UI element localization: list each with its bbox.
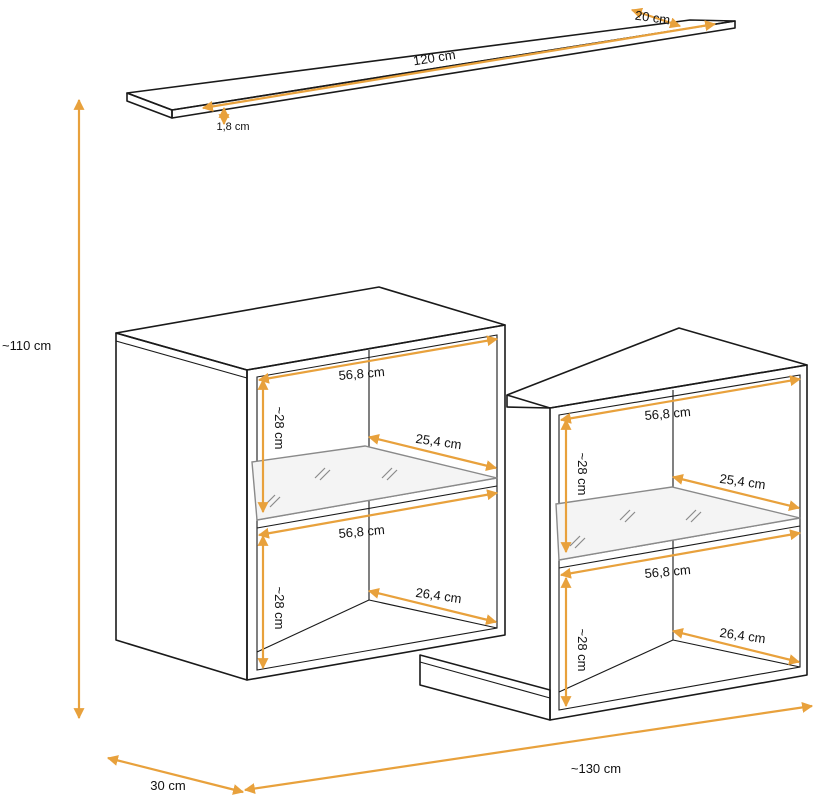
shelf-thickness-dimension: 1,8 cm [216, 106, 250, 133]
right-glass-shelf [555, 486, 801, 561]
total-width-dimension: ~130 cm [243, 702, 814, 794]
right-upper-width-label: 56,8 cm [644, 404, 691, 423]
left-upper-width-label: 56,8 cm [338, 364, 385, 383]
right-shelf-depth-label: 25,4 cm [719, 471, 767, 492]
total-height-dimension: ~110 cm [2, 98, 85, 720]
left-lower-width-label: 56,8 cm [338, 522, 385, 541]
right-shelf-depth-dimension: 25,4 cm [671, 471, 801, 511]
left-lower-height-dimension: ~28 cm [257, 534, 287, 670]
right-lower-height-dimension: ~28 cm [560, 576, 590, 708]
left-bottom-depth-dimension: 26,4 cm [367, 585, 498, 625]
depth-dimension: 30 cm [106, 755, 245, 795]
shelf-depth-label: 20 cm [634, 8, 671, 28]
left-lower-height-label: ~28 cm [272, 587, 287, 630]
right-lower-width-dimension: 56,8 cm [559, 529, 802, 581]
left-glass-shelf [251, 445, 498, 521]
shelf-thickness-label: 1,8 cm [216, 121, 249, 133]
depth-label: 30 cm [150, 778, 185, 793]
left-bottom-depth-label: 26,4 cm [415, 585, 463, 606]
left-upper-height-label: ~28 cm [272, 407, 287, 450]
shelf-depth-dimension: 20 cm [630, 8, 682, 29]
shelf-length-dimension: 120 cm [201, 20, 717, 112]
right-bottom-depth-dimension: 26,4 cm [671, 625, 801, 665]
right-upper-height-label: ~28 cm [575, 453, 590, 496]
left-shelf-depth-dimension: 25,4 cm [367, 431, 498, 471]
total-height-label: ~110 cm [2, 338, 51, 353]
left-shelf-depth-label: 25,4 cm [415, 431, 463, 452]
right-lower-width-label: 56,8 cm [644, 562, 691, 581]
right-upper-width-dimension: 56,8 cm [559, 375, 802, 424]
shelf-length-label: 120 cm [412, 47, 456, 68]
left-lower-width-dimension: 56,8 cm [257, 489, 499, 541]
left-upper-width-dimension: 56,8 cm [257, 335, 499, 384]
right-lower-height-label: ~28 cm [575, 629, 590, 672]
right-bottom-depth-label: 26,4 cm [719, 625, 767, 646]
total-width-label: ~130 cm [571, 761, 621, 776]
